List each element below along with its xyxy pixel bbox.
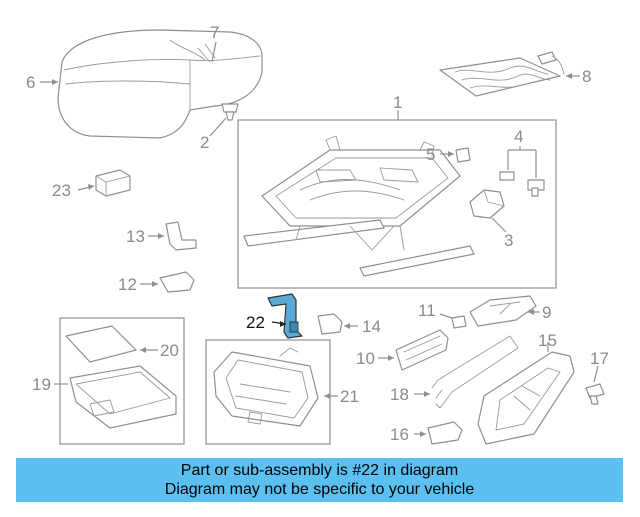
part-21-housing[interactable] bbox=[213, 347, 319, 427]
callout-4: 4 bbox=[514, 127, 523, 146]
callout-16: 16 bbox=[390, 425, 409, 444]
seat-frame[interactable] bbox=[243, 135, 475, 277]
callout-2: 2 bbox=[200, 133, 209, 152]
part-22-bracket-highlighted[interactable] bbox=[267, 293, 303, 339]
leader-arrowheads bbox=[52, 73, 572, 437]
callout-11: 11 bbox=[418, 301, 436, 320]
callout-15: 15 bbox=[538, 331, 557, 350]
part-14-connector[interactable] bbox=[317, 313, 343, 335]
part-23-switch[interactable] bbox=[95, 169, 131, 197]
part-20-mat[interactable] bbox=[65, 325, 137, 363]
part-17-screw[interactable] bbox=[585, 383, 605, 405]
callout-6: 6 bbox=[26, 73, 35, 92]
callout-20: 20 bbox=[160, 341, 179, 360]
callout-12: 12 bbox=[118, 275, 137, 294]
banner-line-2: Diagram may not be specific to your vehi… bbox=[164, 481, 475, 498]
callout-7: 7 bbox=[210, 23, 219, 42]
part-18-wire[interactable] bbox=[431, 335, 519, 409]
callout-21: 21 bbox=[340, 387, 359, 406]
callout-19: 19 bbox=[32, 375, 51, 394]
clip-part[interactable] bbox=[221, 103, 239, 121]
callout-22: 22 bbox=[246, 313, 265, 332]
info-banner: Part or sub-assembly is #22 in diagram D… bbox=[16, 458, 623, 502]
callout-22-arrowhead bbox=[280, 321, 286, 327]
callout-8: 8 bbox=[582, 67, 591, 86]
part-13-bracket[interactable] bbox=[165, 221, 197, 251]
part-19-tray[interactable] bbox=[69, 365, 177, 429]
part-15-side-shield[interactable] bbox=[477, 351, 575, 445]
callout-14: 14 bbox=[362, 317, 381, 336]
part-16-cover[interactable] bbox=[427, 421, 463, 445]
callout-10: 10 bbox=[356, 349, 375, 368]
part-9-trim[interactable] bbox=[469, 295, 537, 327]
seat-heater-element[interactable] bbox=[439, 51, 565, 97]
part-11-clip[interactable] bbox=[451, 315, 467, 329]
part-3-motor[interactable] bbox=[469, 189, 505, 219]
seat-frame-box bbox=[237, 119, 557, 289]
banner-line-1: Part or sub-assembly is #22 in diagram bbox=[180, 462, 459, 479]
callout-1: 1 bbox=[393, 93, 402, 112]
callout-18: 18 bbox=[390, 385, 409, 404]
seat-cushion-pad[interactable] bbox=[57, 29, 263, 139]
callout-5: 5 bbox=[426, 145, 435, 164]
part-10-handle[interactable] bbox=[395, 329, 449, 371]
part-5-clip[interactable] bbox=[455, 147, 471, 163]
housing-box bbox=[205, 339, 331, 445]
callout-13: 13 bbox=[126, 227, 145, 246]
callout-3: 3 bbox=[504, 231, 513, 250]
part-12-cover[interactable] bbox=[159, 271, 195, 293]
storage-tray-box bbox=[59, 317, 185, 445]
callout-17: 17 bbox=[590, 349, 609, 368]
part-4-nut-bolt[interactable] bbox=[499, 171, 545, 197]
callout-23: 23 bbox=[52, 181, 71, 200]
callout-9: 9 bbox=[542, 303, 551, 322]
